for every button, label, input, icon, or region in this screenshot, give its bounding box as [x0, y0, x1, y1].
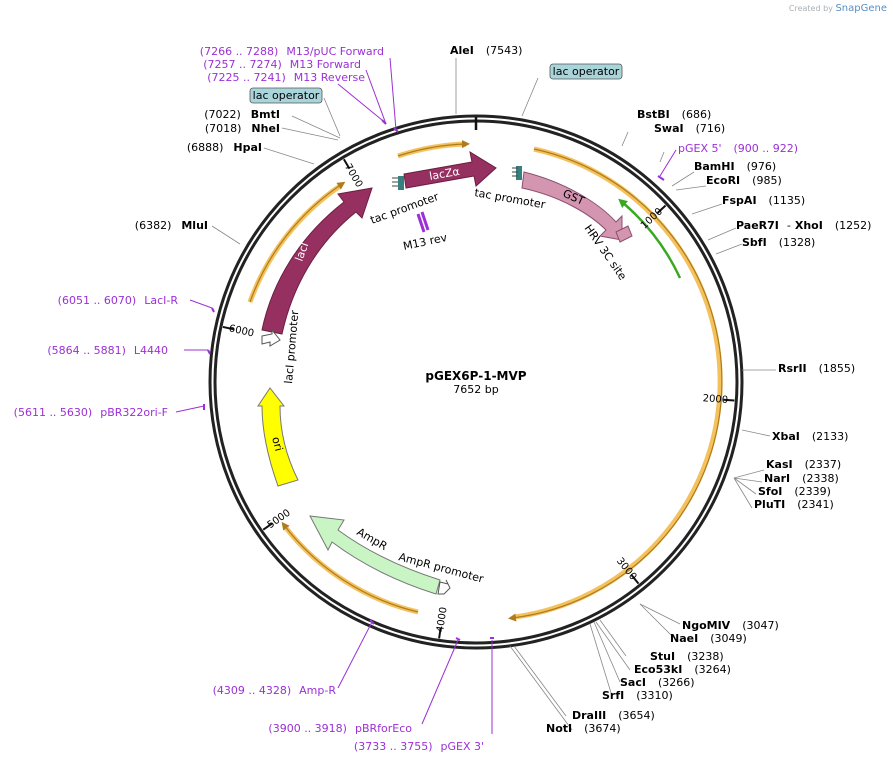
- primer-pbr322ori-f[interactable]: (5611 .. 5630)pBR322ori-F: [14, 406, 168, 419]
- site-alei[interactable]: AleI(7543): [450, 44, 522, 57]
- primer-m13-puc-forward[interactable]: (7266 .. 7288)M13/pUC Forward: [200, 45, 384, 58]
- tick-4000: [438, 627, 442, 639]
- primer-amp-r[interactable]: (4309 .. 4328)Amp-R: [213, 684, 337, 697]
- site-kasi[interactable]: KasI(2337): [766, 458, 841, 471]
- tac-promoter-mark-left[interactable]: [392, 177, 398, 187]
- ampr-promoter-arrow[interactable]: [437, 579, 451, 595]
- primer-m13-reverse[interactable]: (7225 .. 7241)M13 Reverse: [207, 71, 365, 84]
- ampr-arrow[interactable]: [309, 515, 441, 595]
- tick-label-4000: 4000: [435, 606, 450, 633]
- tick-3000: [630, 574, 640, 585]
- primer-pgex-3[interactable]: (3733 .. 3755)pGEX 3': [354, 740, 484, 753]
- site-ngomiv[interactable]: NgoMIV(3047): [682, 619, 779, 632]
- feature-label-laci: lacI: [293, 241, 312, 263]
- lac-operator-box-right[interactable]: [549, 63, 623, 80]
- tick-5000: [262, 522, 273, 531]
- orf-arc-top[interactable]: [397, 141, 467, 159]
- site-stui[interactable]: StuI(3238): [650, 650, 724, 663]
- lac-operator-box-right-label: lac operator: [553, 65, 620, 78]
- site-swai[interactable]: SwaI(716): [654, 122, 725, 135]
- brand-created-by: Created by: [788, 4, 833, 13]
- feature-label-m13-rev: M13 rev: [402, 231, 449, 253]
- plasmid-name: pGEX6P-1-MVP: [425, 369, 526, 383]
- lacza-arrow[interactable]: [403, 150, 497, 189]
- site-bamhi[interactable]: BamHI(976): [694, 160, 776, 173]
- tick-label-6000: 6000: [228, 323, 255, 339]
- site-rsrii[interactable]: RsrII(1855): [778, 362, 855, 375]
- site-ecori[interactable]: EcoRI(985): [706, 174, 782, 187]
- plasmid-size: 7652 bp: [453, 383, 498, 396]
- tick-1000: [656, 204, 667, 214]
- feature-label-laci-promoter: lacI promoter: [282, 309, 301, 384]
- ori-arrow[interactable]: [257, 387, 299, 487]
- site-sbfi[interactable]: SbfI(1328): [742, 236, 815, 249]
- tick-6000: [222, 325, 234, 331]
- site-naei[interactable]: NaeI(3049): [670, 632, 747, 645]
- site-xbai[interactable]: XbaI(2133): [772, 430, 848, 443]
- lac-operator-mark-right[interactable]: [516, 166, 522, 180]
- site-saci[interactable]: SacI(3266): [620, 676, 695, 689]
- primer-l4440[interactable]: (5864 .. 5881)L4440: [47, 344, 168, 357]
- hrv-3c-site[interactable]: [615, 225, 633, 243]
- feature-label-tac-promoter-2: tac promoter: [369, 190, 441, 227]
- primer-laci-r[interactable]: (6051 .. 6070)LacI-R: [58, 294, 179, 307]
- laci-arrow[interactable]: [261, 187, 373, 335]
- site-nari[interactable]: NarI(2338): [764, 472, 839, 485]
- tick-2000: [723, 398, 735, 402]
- tick-7000: [343, 158, 351, 170]
- site-srfi[interactable]: SrfI(3310): [602, 689, 673, 702]
- snapgene-brand: Created by SnapGene: [789, 3, 887, 14]
- orf-arc-right[interactable]: [514, 146, 723, 620]
- green-arrow[interactable]: [618, 198, 682, 279]
- site-bmti[interactable]: (7022)BmtI: [204, 108, 280, 121]
- lac-operator-mark-left[interactable]: [398, 176, 404, 190]
- laci-promoter-arrow[interactable]: [261, 328, 281, 347]
- site-bstbi[interactable]: BstBI(686): [637, 108, 711, 121]
- site-hpai[interactable]: (6888)HpaI: [187, 141, 262, 154]
- site-fspai[interactable]: FspAI(1135): [722, 194, 805, 207]
- site-noti[interactable]: NotI(3674): [546, 722, 621, 735]
- lac-operator-box-left[interactable]: [249, 87, 323, 104]
- primer-pbrforeco[interactable]: (3900 .. 3918)pBRforEco: [268, 722, 412, 735]
- lac-operator-box-left-label: lac operator: [253, 89, 320, 102]
- m13-rev-mark[interactable]: [416, 211, 430, 233]
- site-mlui[interactable]: (6382)MluI: [135, 219, 208, 232]
- feature-label-lacza: lacZα: [428, 165, 460, 183]
- tac-promoter-mark-right[interactable]: [512, 167, 518, 177]
- tick-label-7000: 7000: [342, 162, 364, 190]
- brand-name: SnapGene: [835, 3, 887, 14]
- tick-label-2000: 2000: [702, 393, 728, 406]
- primer-m13-forward[interactable]: (7257 .. 7274)M13 Forward: [203, 58, 361, 71]
- primer-pgex-5[interactable]: pGEX 5'(900 .. 922): [678, 142, 798, 155]
- feature-label-ori: ori: [269, 435, 285, 452]
- site-paer7i-xhoi[interactable]: PaeR7I-XhoI(1252): [736, 219, 871, 232]
- site-pluti[interactable]: PluTI(2341): [754, 498, 834, 511]
- site-eco53ki[interactable]: Eco53kI(3264): [634, 663, 731, 676]
- backbone-outer: [208, 114, 744, 650]
- site-sfoi[interactable]: SfoI(2339): [758, 485, 831, 498]
- site-draiii[interactable]: DraIII(3654): [572, 709, 655, 722]
- site-nhei[interactable]: (7018)NheI: [205, 122, 280, 135]
